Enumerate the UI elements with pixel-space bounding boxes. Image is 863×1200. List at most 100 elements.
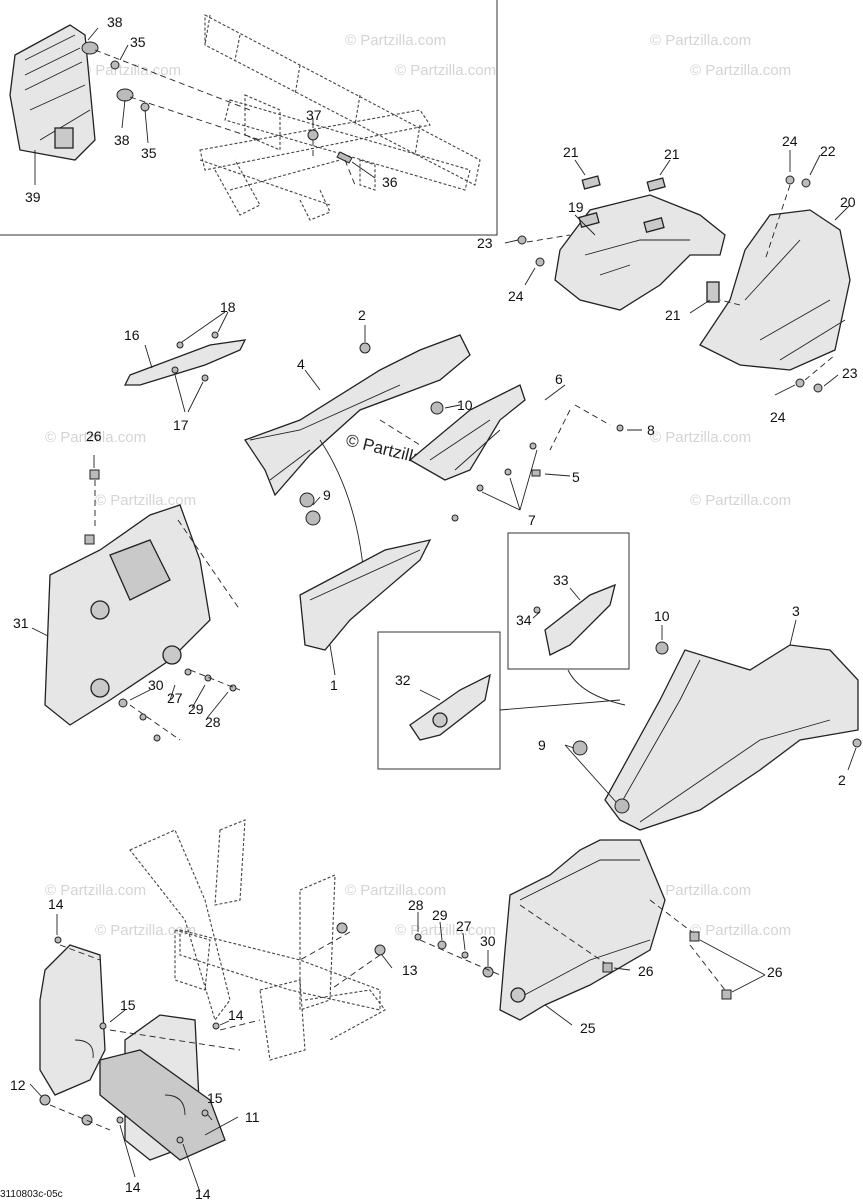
callout-15: 15 xyxy=(207,1090,223,1106)
part-10-nut xyxy=(655,641,669,655)
callout-22: 22 xyxy=(820,143,836,159)
callout-4: 4 xyxy=(297,356,305,372)
watermark: © Partzilla.com xyxy=(650,32,751,49)
callout-35: 35 xyxy=(141,145,157,161)
part-21-pad xyxy=(581,175,601,190)
part-35-bolt xyxy=(140,102,150,112)
callout-24: 24 xyxy=(508,288,524,304)
part-17-nut xyxy=(171,366,179,374)
part-19-skid-plate xyxy=(554,194,726,311)
part-15-nut xyxy=(99,1022,107,1030)
callout-9: 9 xyxy=(538,737,546,753)
part-7-fastener xyxy=(476,484,484,492)
watermark: © Partzilla.com xyxy=(80,62,181,79)
callout-14: 14 xyxy=(195,1186,211,1200)
callout-38: 38 xyxy=(107,14,123,30)
part-31-boss xyxy=(162,645,182,665)
callout-29: 29 xyxy=(188,701,204,717)
callout-27: 27 xyxy=(456,918,472,934)
callout-1: 1 xyxy=(330,677,338,693)
part-35-bolt xyxy=(110,60,120,70)
part-14-screw xyxy=(54,936,62,944)
callout-14: 14 xyxy=(125,1179,141,1195)
callout-10: 10 xyxy=(457,397,473,413)
callout-2: 2 xyxy=(358,307,366,323)
watermark: © Partzilla.com xyxy=(345,882,446,899)
part-33-bracket xyxy=(544,583,616,656)
lower-right-group: 28 29 27 30 26 26 25 xyxy=(408,839,783,1036)
part-18-screw xyxy=(211,331,219,339)
callout-32: 32 xyxy=(395,672,411,688)
part-25-boss xyxy=(510,987,526,1003)
part-14-screw xyxy=(176,1136,184,1144)
callout-11: 11 xyxy=(245,1109,260,1125)
part-26-screw xyxy=(602,962,613,973)
part-26-screw xyxy=(689,931,700,942)
part-21-pad xyxy=(706,281,720,303)
callout-26: 26 xyxy=(767,964,783,980)
part-28-screw xyxy=(414,933,422,941)
callout-39: 39 xyxy=(25,189,41,205)
part-5-clip xyxy=(531,469,541,477)
part-15-nut xyxy=(201,1109,209,1117)
front-left-group: 26 31 30 27 29 28 xyxy=(13,428,241,742)
part-9-grommet xyxy=(614,798,630,814)
part-9-grommet xyxy=(299,492,315,508)
watermark: © Partzilla.com xyxy=(650,882,751,899)
part-34-screw xyxy=(533,606,541,614)
part-24-washer xyxy=(785,175,795,185)
callout-19: 19 xyxy=(568,199,584,215)
watermark: © Partzilla.com xyxy=(395,62,496,79)
inset-frame-box: 38 35 38 35 37 36 39 xyxy=(0,0,498,236)
callout-24: 24 xyxy=(770,409,786,425)
callout-23: 23 xyxy=(842,365,858,381)
callout-16: 16 xyxy=(124,327,140,343)
callout-37: 37 xyxy=(306,107,322,123)
callout-2: 2 xyxy=(838,772,846,788)
part-28-screw xyxy=(153,734,161,742)
part-32-bracket xyxy=(409,673,491,741)
part-31-front-panel xyxy=(44,504,211,726)
callout-7: 7 xyxy=(528,512,536,528)
callout-14: 14 xyxy=(228,1007,244,1023)
part-21-pad xyxy=(646,177,666,192)
callout-26: 26 xyxy=(86,428,102,444)
callout-29: 29 xyxy=(432,907,448,923)
part-26-screw xyxy=(84,534,95,545)
part-6-inner-panel xyxy=(408,384,526,481)
part-31-boss xyxy=(90,678,110,698)
callout-38: 38 xyxy=(114,132,130,148)
part-27-nut xyxy=(184,668,192,676)
callout-34: 34 xyxy=(516,612,532,628)
part-3-fender xyxy=(604,644,859,831)
fender-3-group: 10 3 9 2 xyxy=(538,603,862,831)
part-23-bolt xyxy=(813,383,823,393)
part-12-bolt xyxy=(81,1114,93,1126)
callout-24: 24 xyxy=(782,133,798,149)
callout-23: 23 xyxy=(477,235,493,251)
part-10-nut xyxy=(430,401,444,415)
watermark: © Partzilla.com xyxy=(650,429,751,446)
watermark: © Partzilla.com xyxy=(45,882,146,899)
part-26-screw xyxy=(721,989,732,1000)
part-29-washer xyxy=(437,940,447,950)
callout-26: 26 xyxy=(638,963,654,979)
part-26-screw xyxy=(89,469,100,480)
callout-18: 18 xyxy=(220,299,236,315)
callout-13: 13 xyxy=(402,962,418,978)
part-25-lower-panel xyxy=(499,839,666,1021)
part-23-bolt xyxy=(517,235,527,245)
callout-12: 12 xyxy=(10,1077,26,1093)
side-rail-group: 2 4 10 6 8 5 9 7 xyxy=(244,307,655,591)
callout-15: 15 xyxy=(120,997,136,1013)
part-7-fastener xyxy=(529,442,537,450)
part-9-grommet xyxy=(572,740,588,756)
callout-3: 3 xyxy=(792,603,800,619)
part-7-fastener xyxy=(504,468,512,476)
callout-31: 31 xyxy=(13,615,29,631)
callout-30: 30 xyxy=(480,933,496,949)
part-38-grommet xyxy=(81,41,99,55)
part-31-bracket xyxy=(109,539,171,601)
part-7-fastener xyxy=(451,514,459,522)
